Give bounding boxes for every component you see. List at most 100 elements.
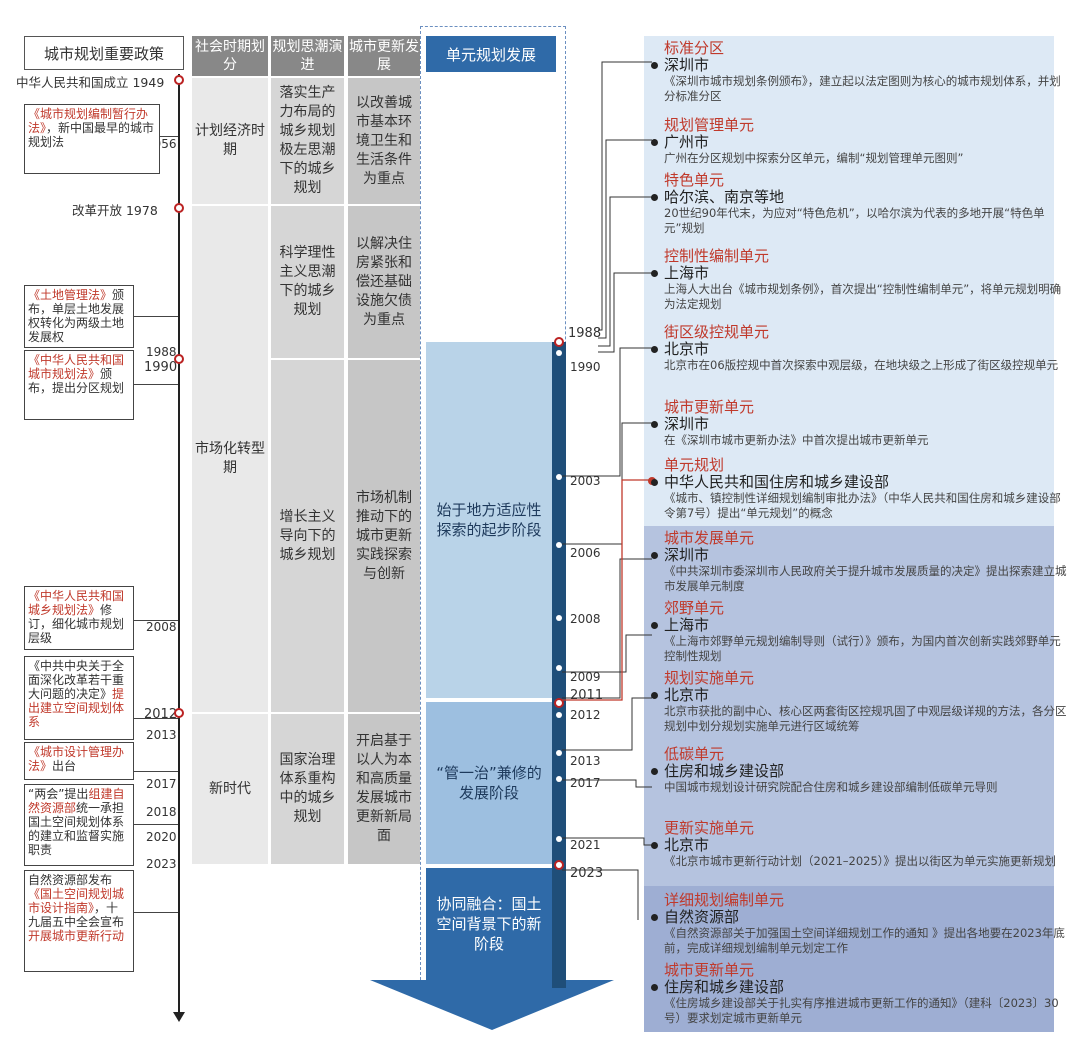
policy-1956: 《城市规划编制暂行办法》，新中国最早的城市规划法 bbox=[24, 104, 160, 174]
renewal-header: 城市更新发展 bbox=[348, 36, 420, 76]
connector-1990 bbox=[132, 384, 178, 385]
renewal-1: 以改善城市基本环境卫生和生活条件为重点 bbox=[348, 78, 420, 204]
entry-desc: 《北京市城市更新行动计划（2021–2025）》提出以街区为单元实施更新规划 bbox=[664, 854, 1057, 868]
entry-desc: 《住房城乡建设部关于扎实有序推进城市更新工作的通知》（建科〔2023〕30号）要… bbox=[664, 996, 1059, 1025]
entry-city: 住房和城乡建设部 bbox=[648, 763, 1068, 780]
year-2018: 2018 bbox=[146, 805, 177, 819]
entry-city: 北京市 bbox=[648, 687, 1068, 704]
mid-year-2013: 2013 bbox=[570, 754, 601, 768]
entry-title: 详细规划编制单元 bbox=[664, 891, 785, 909]
year-1978: 改革开放 1978 bbox=[72, 203, 158, 218]
connector-2012 bbox=[132, 718, 178, 719]
mid-year-2008: 2008 bbox=[570, 612, 601, 626]
mid-dot-2013 bbox=[556, 750, 562, 756]
stage-development: “管一治”兼修的发展阶段 bbox=[426, 702, 552, 864]
policy-1988: 《土地管理法》颁布，单层土地发展权转化为两级土地发展权 bbox=[24, 285, 134, 348]
year-1990: 1990 bbox=[144, 360, 178, 375]
mid-dot-2008 bbox=[556, 615, 562, 621]
left-timeline-axis bbox=[178, 74, 180, 1016]
mid-dot-2012 bbox=[556, 712, 562, 718]
entry-title: 控制性编制单元 bbox=[664, 247, 770, 265]
dot-1990 bbox=[174, 354, 184, 364]
year-2012: 2012 bbox=[144, 707, 178, 722]
entry-title: 城市更新单元 bbox=[664, 961, 755, 979]
entry-control-unit: 控制性编制单元 上海市 上海人大出台《城市规划条例》，首次提出“控制性编制单元”… bbox=[648, 248, 1068, 312]
entry-title: 标准分区 bbox=[664, 39, 725, 57]
entry-urban-renewal-unit: 城市更新单元 深圳市 在《深圳市城市更新办法》中首次提出城市更新单元 bbox=[648, 399, 1068, 448]
thought-2: 科学理性主义思潮下的城乡规划 bbox=[271, 206, 344, 358]
policy-header: 城市规划重要政策 bbox=[24, 36, 184, 70]
dot-1949 bbox=[174, 75, 184, 85]
entry-city: 深圳市 bbox=[648, 57, 1068, 74]
entry-desc: 《上海市郊野单元规划编制导则（试行）》颁布，为国内首次创新实践郊野单元控制性规划 bbox=[664, 634, 1061, 663]
mid-dot-1990 bbox=[556, 350, 562, 356]
entry-title: 街区级控规单元 bbox=[664, 323, 770, 341]
entry-title: 规划实施单元 bbox=[664, 669, 755, 687]
mid-dot-2011 bbox=[554, 698, 564, 708]
entry-suburban-unit: 郊野单元 上海市 《上海市郊野单元规划编制导则（试行）》颁布，为国内首次创新实践… bbox=[648, 600, 1068, 664]
entry-standard-district: 标准分区 深圳市 《深圳市城市规划条例颁布》，建立起以法定图则为核心的城市规划体… bbox=[648, 40, 1068, 104]
policy-2012: 《中共中央关于全面深化改革若干重大问题的决定》提出建立空间规划体系 bbox=[24, 656, 134, 740]
entry-desc: 广州在分区规划中探索分区单元，编制“规划管理单元图则” bbox=[664, 151, 964, 165]
thought-3: 增长主义导向下的城乡规划 bbox=[271, 360, 344, 712]
connector-2018 bbox=[132, 824, 178, 825]
entry-title: 特色单元 bbox=[664, 171, 725, 189]
entry-city: 广州市 bbox=[648, 134, 1068, 151]
mid-year-2003: 2003 bbox=[570, 474, 601, 488]
entry-desc: 在《深圳市城市更新办法》中首次提出城市更新单元 bbox=[664, 433, 929, 447]
entry-city: 上海市 bbox=[648, 265, 1068, 282]
mid-year-1990: 1990 bbox=[570, 360, 601, 374]
connector-2008 bbox=[132, 620, 178, 621]
thought-1: 落实生产力布局的城乡规划极左思潮下的城乡规划 bbox=[271, 78, 344, 204]
period-header: 社会时期划分 bbox=[192, 36, 268, 76]
entry-desc: 《城市、镇控制性详细规划编制审批办法》（中华人民共和国住房和城乡建设部令第7号）… bbox=[664, 491, 1061, 520]
entry-desc: 《深圳市城市规划条例颁布》，建立起以法定图则为核心的城市规划体系，并划分标准分区 bbox=[664, 74, 1061, 103]
entry-feature-unit: 特色单元 哈尔滨、南京等地 20世纪90年代末，为应对“特色危机”，以哈尔滨为代… bbox=[648, 172, 1068, 236]
entry-city: 北京市 bbox=[648, 837, 1068, 854]
entry-urban-development-unit: 城市发展单元 深圳市 《中共深圳市委深圳市人民政府关于提升城市发展质量的决定》提… bbox=[648, 530, 1068, 594]
mid-year-1988: 1988 bbox=[568, 326, 602, 341]
stage-arrow-head bbox=[370, 980, 614, 1030]
stage-initial: 始于地方适应性探索的起步阶段 bbox=[426, 342, 552, 698]
mid-dot-2009 bbox=[556, 665, 562, 671]
mid-year-2021: 2021 bbox=[570, 838, 601, 852]
period-new-era: 新时代 bbox=[192, 714, 268, 864]
connector-2017 bbox=[132, 771, 178, 772]
year-1988: 1988 bbox=[146, 345, 177, 359]
year-2023: 2023 bbox=[146, 857, 177, 871]
thought-header: 规划思潮演进 bbox=[271, 36, 344, 76]
entry-title: 更新实施单元 bbox=[664, 819, 755, 837]
thought-4: 国家治理体系重构中的城乡规划 bbox=[271, 714, 344, 864]
entry-city: 住房和城乡建设部 bbox=[648, 979, 1068, 996]
entry-city: 深圳市 bbox=[648, 416, 1068, 433]
mid-dot-1988 bbox=[554, 337, 564, 347]
policy-2023: 自然资源部发布《国土空间规划城市设计指南》，十九届五中全会宣布开展城市更新行动 bbox=[24, 870, 134, 972]
renewal-2: 以解决住房紧张和偿还基础设施欠债为重点 bbox=[348, 206, 420, 358]
entry-title: 城市发展单元 bbox=[664, 529, 755, 547]
entry-desc: 上海人大出台《城市规划条例》，首次提出“控制性编制单元”，将单元规划明确为法定规… bbox=[664, 282, 1062, 311]
entry-renewal-implementation-unit: 更新实施单元 北京市 《北京市城市更新行动计划（2021–2025）》提出以街区… bbox=[648, 820, 1068, 869]
period-planned-economy: 计划经济时期 bbox=[192, 78, 268, 204]
entry-low-carbon-unit: 低碳单元 住房和城乡建设部 中国城市规划设计研究院配合住房和城乡建设部编制低碳单… bbox=[648, 746, 1068, 795]
entry-desc: 《中共深圳市委深圳市人民政府关于提升城市发展质量的决定》提出探索建立城市发展单元… bbox=[664, 564, 1067, 593]
year-2020: 2020 bbox=[146, 830, 177, 844]
entry-city: 上海市 bbox=[648, 617, 1068, 634]
period-market-transition: 市场化转型期 bbox=[192, 206, 268, 712]
mid-dot-2023 bbox=[554, 860, 564, 870]
policy-2018: “两会”提出组建自然资源部统一承担国土空间规划体系的建立和监督实施职责 bbox=[24, 784, 134, 866]
mid-year-2011: 2011 bbox=[570, 688, 604, 703]
entry-implementation-unit: 规划实施单元 北京市 北京市获批的副中心、核心区两套街区控规巩固了中观层级详规的… bbox=[648, 670, 1068, 734]
renewal-4: 开启基于以人为本和高质量发展城市更新新局面 bbox=[348, 714, 420, 864]
entry-desc: 北京市获批的副中心、核心区两套街区控规巩固了中观层级详规的方法，各分区规划中划分… bbox=[664, 704, 1067, 733]
policy-2017: 《城市设计管理办法》出台 bbox=[24, 742, 134, 780]
policy-2008: 《中华人民共和国城乡规划法》修订，细化城市规划层级 bbox=[24, 586, 134, 650]
entry-city: 自然资源部 bbox=[648, 909, 1068, 926]
entry-desc: 20世纪90年代末，为应对“特色危机”，以哈尔滨为代表的多地开展“特色单元”规划 bbox=[664, 206, 1045, 235]
entry-title: 城市更新单元 bbox=[664, 398, 755, 416]
mid-dot-2021 bbox=[556, 836, 562, 842]
mid-year-2009: 2009 bbox=[570, 670, 601, 684]
entry-unit-planning: 单元规划 中华人民共和国住房和城乡建设部 《城市、镇控制性详细规划编制审批办法》… bbox=[648, 457, 1068, 521]
dot-2012 bbox=[174, 708, 184, 718]
entry-desc: 《自然资源部关于加强国土空间详细规划工作的通知 》提出各地要在2023年底前，完… bbox=[664, 926, 1065, 955]
renewal-3: 市场机制推动下的城市更新实践探索与创新 bbox=[348, 360, 420, 712]
